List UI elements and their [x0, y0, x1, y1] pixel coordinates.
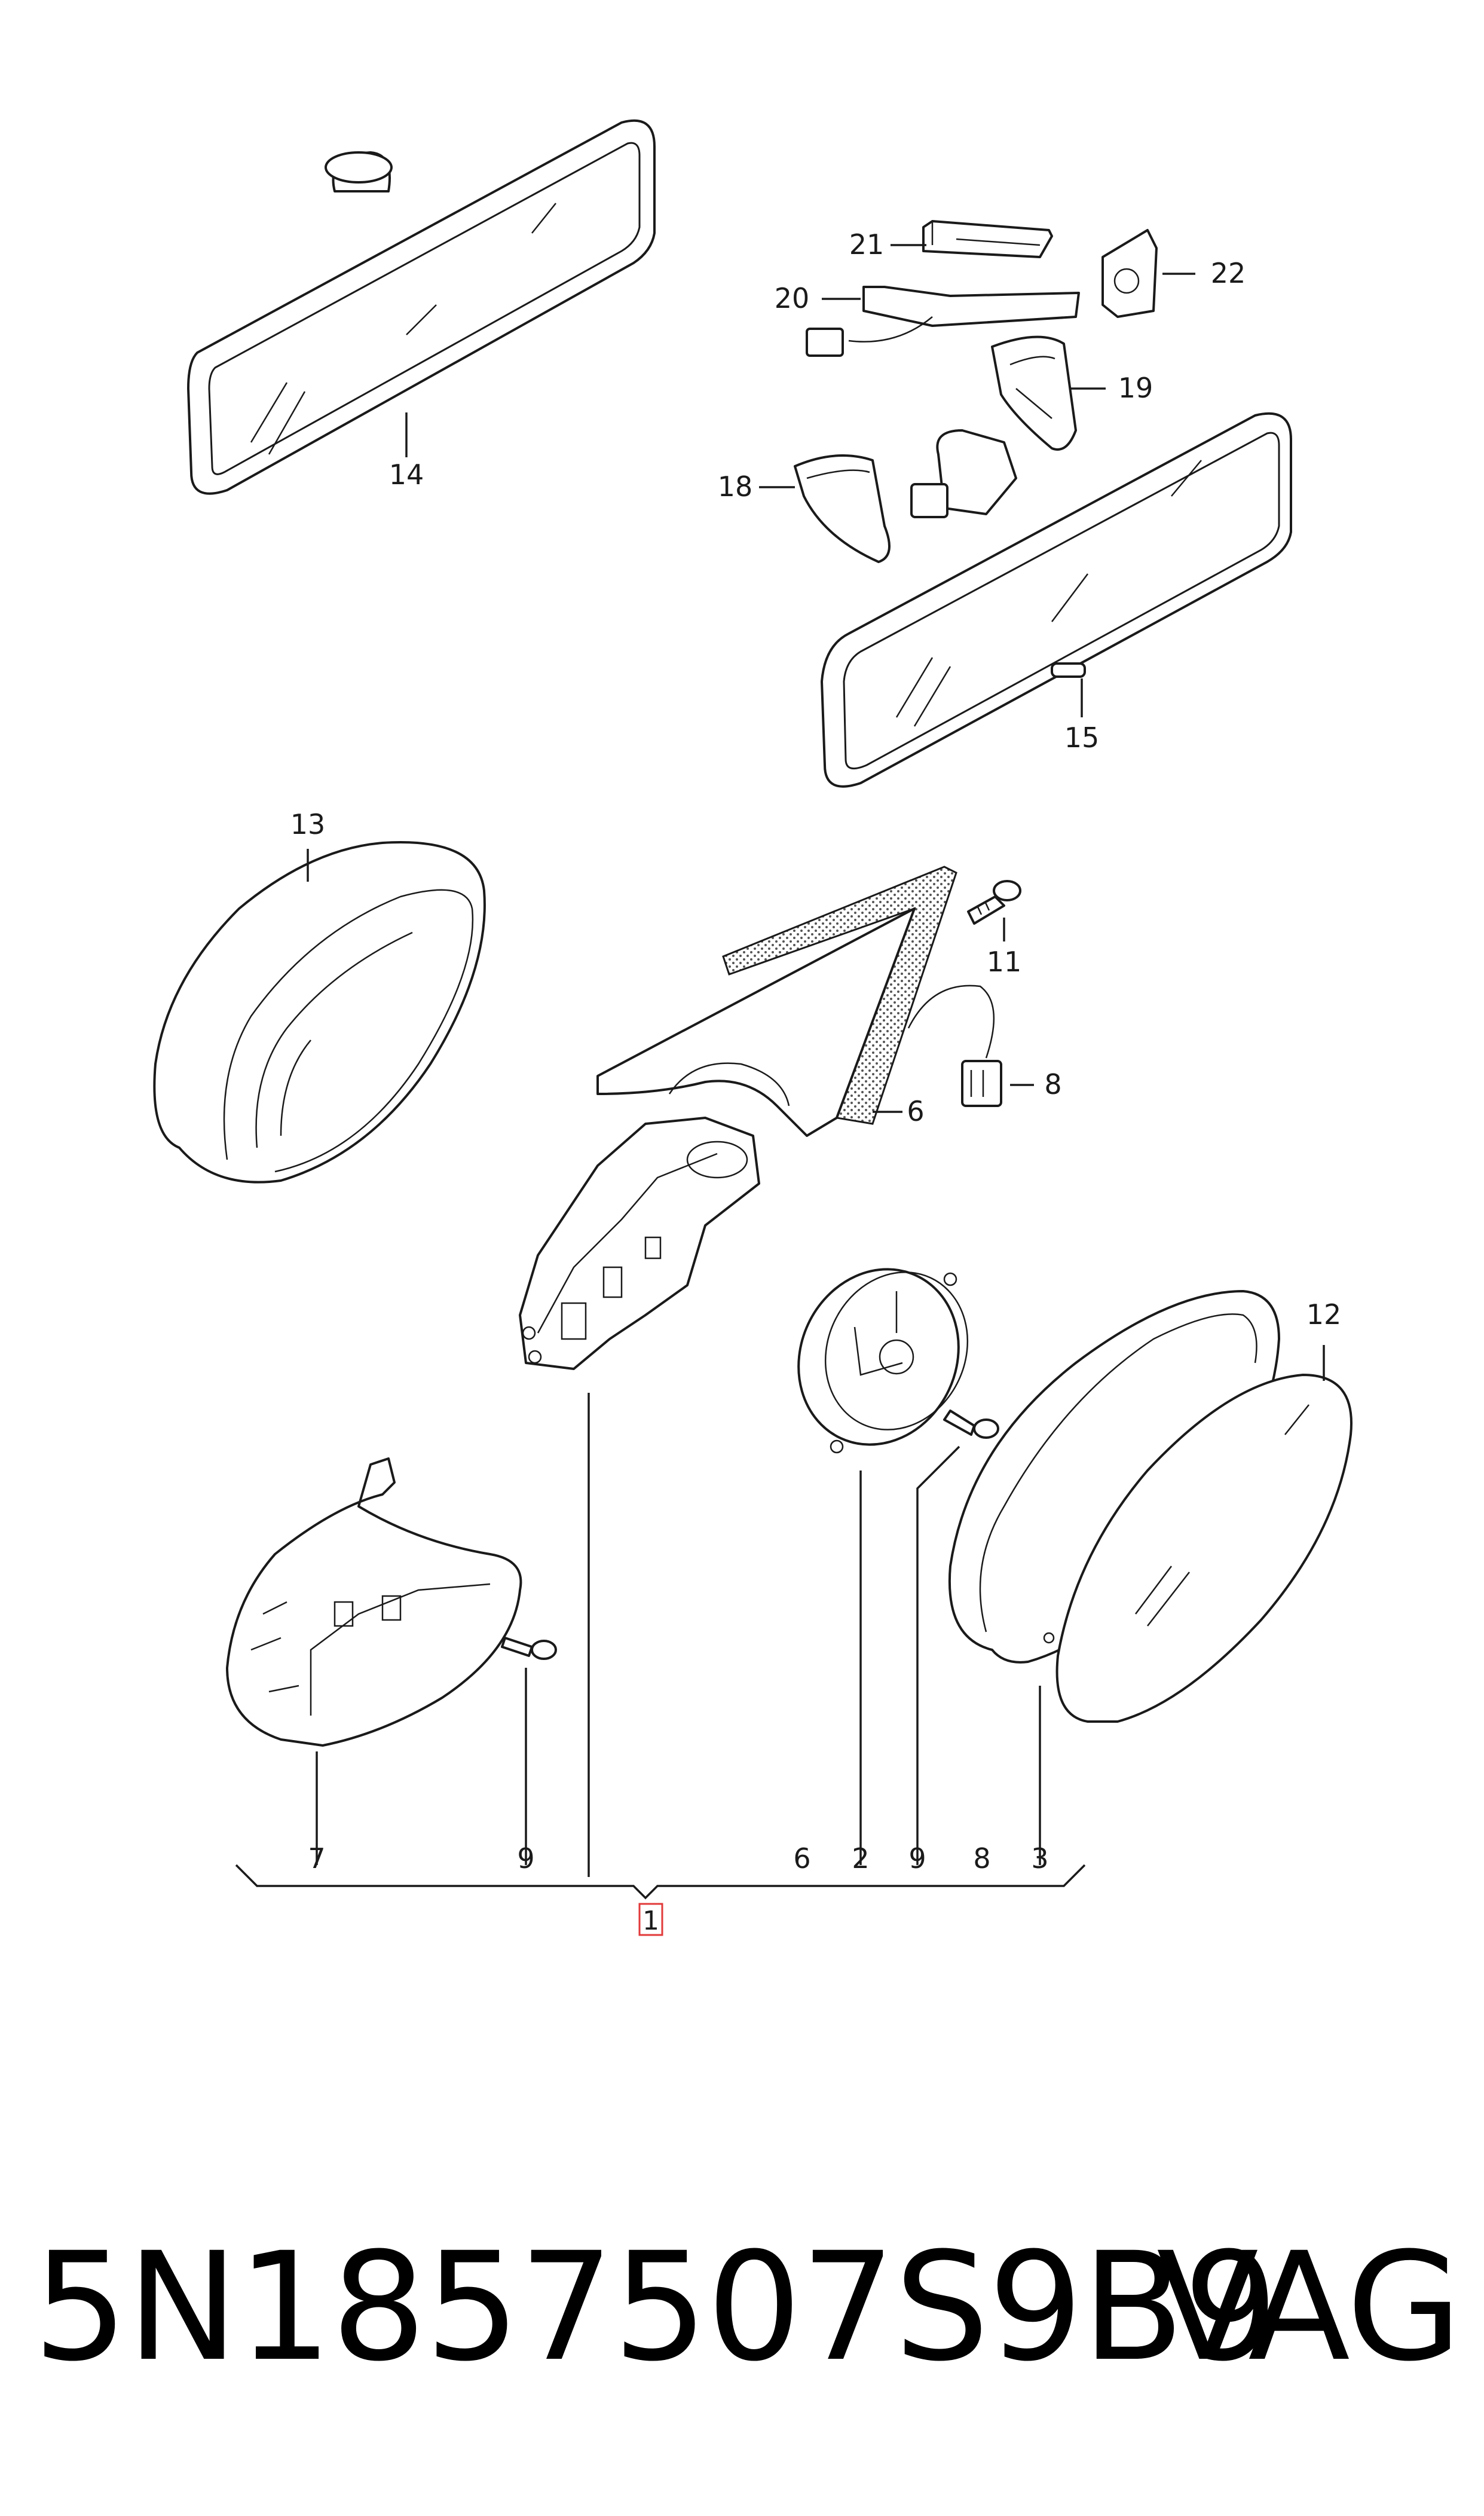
cable-6: [907, 985, 995, 1059]
callout-11: 11: [987, 946, 1022, 978]
callout-8a: 8: [1044, 1068, 1061, 1100]
callout-15: 15: [1064, 722, 1100, 754]
screw-9-left[interactable]: [501, 1637, 557, 1660]
callout-7: 7: [308, 1842, 325, 1875]
callout-6a: 6: [907, 1095, 924, 1127]
callout-19: 19: [1118, 372, 1153, 404]
mirror-base-6[interactable]: [596, 866, 957, 1137]
callout-13: 13: [290, 808, 326, 840]
footer: 5N1857507S9B9 VAG: [0, 2206, 1484, 2409]
callout-2: 2: [852, 1842, 869, 1875]
interior-mirror-14[interactable]: [187, 119, 656, 495]
auto-dim-mirror-15[interactable]: [821, 412, 1292, 788]
parts-diagram: 14 21 22 20 19 18 15: [153, 119, 1353, 1936]
callout-9a: 9: [517, 1842, 534, 1875]
screw-11[interactable]: [967, 880, 1021, 925]
callout-1-box: [638, 1903, 663, 1936]
cover-18[interactable]: [794, 454, 891, 563]
assembly-brace: [235, 1864, 1086, 1900]
mirror-bracket[interactable]: [519, 1117, 760, 1370]
callout-9b: 9: [908, 1842, 926, 1875]
callout-1: 1: [642, 1906, 659, 1936]
callout-12: 12: [1306, 1298, 1342, 1331]
cover-19[interactable]: [991, 335, 1077, 451]
callout-3: 3: [1031, 1842, 1048, 1875]
callout-6b: 6: [793, 1842, 810, 1875]
callout-20: 20: [775, 282, 810, 314]
callout-18: 18: [718, 470, 753, 503]
leader-9b: [916, 1445, 960, 1865]
adjuster-motor-2[interactable]: [770, 1243, 993, 1471]
brand-name: VAG: [1156, 2220, 1462, 2394]
mirror-cap-13[interactable]: [153, 841, 486, 1184]
connector-8[interactable]: [961, 1060, 1002, 1107]
wire-harness-20[interactable]: [806, 286, 1080, 357]
part-number: 5N1857507S9B9: [33, 2220, 1278, 2394]
callout-8b: 8: [973, 1842, 990, 1875]
screw-9-right[interactable]: [943, 1410, 999, 1439]
cover-21[interactable]: [922, 220, 1053, 258]
cap-housing-7[interactable]: [226, 1457, 522, 1747]
mirror-glass-12[interactable]: [1055, 1374, 1353, 1723]
callout-21: 21: [849, 228, 885, 261]
callout-14: 14: [389, 458, 424, 491]
cover-22[interactable]: [1101, 229, 1158, 318]
callout-22: 22: [1211, 257, 1246, 289]
